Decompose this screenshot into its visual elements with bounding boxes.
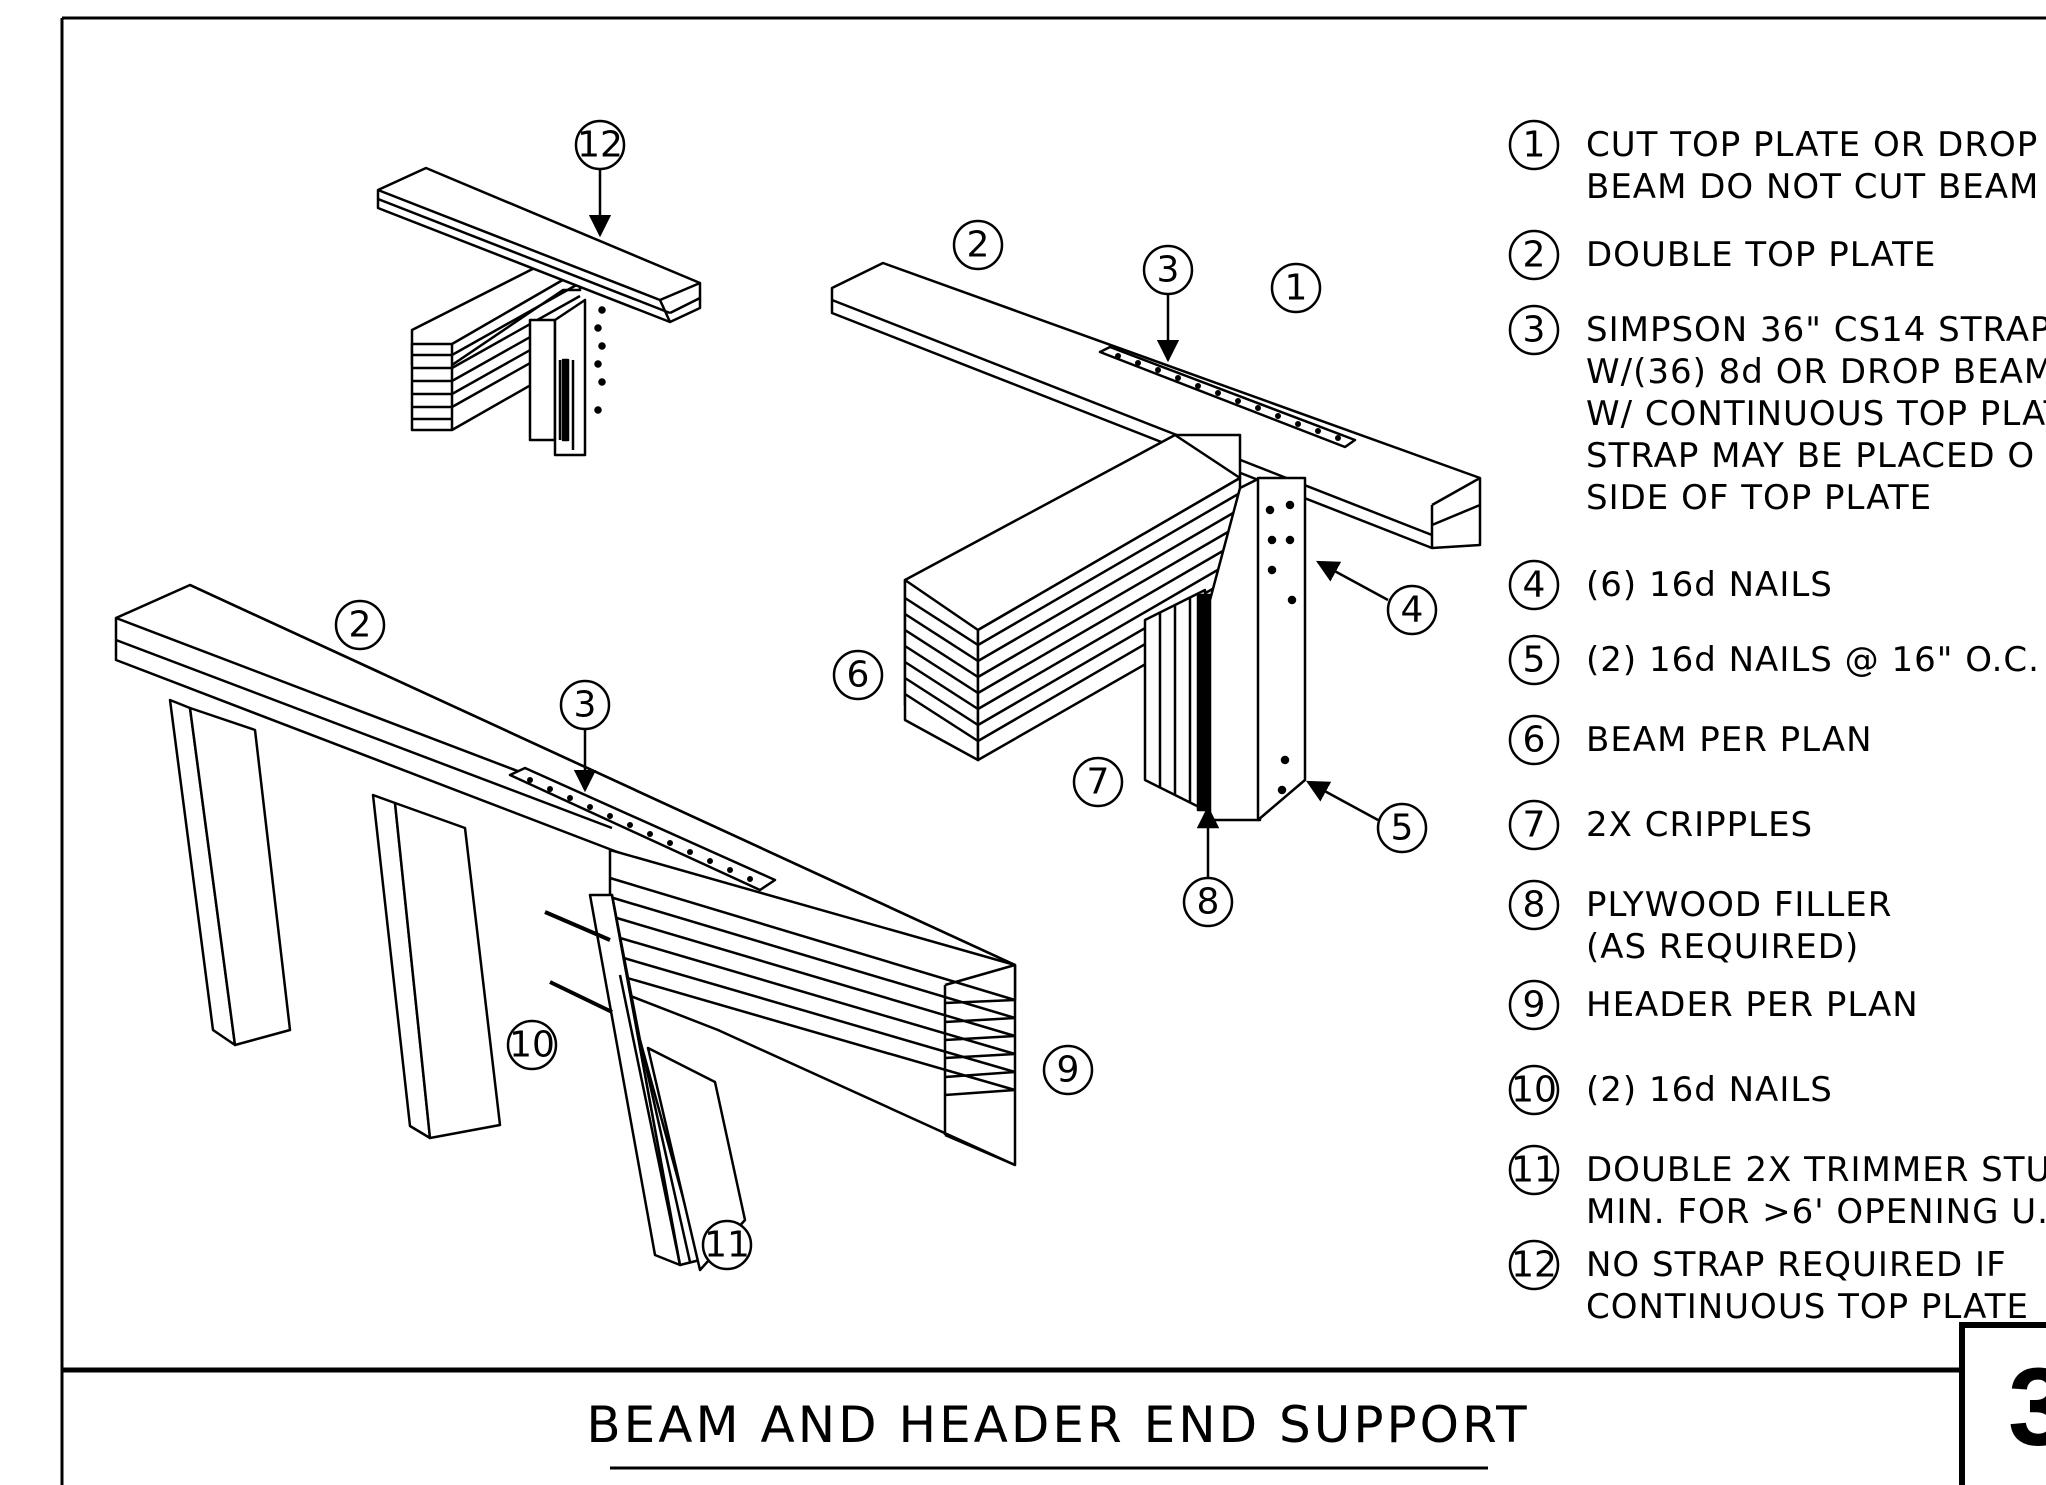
- note-line: (2) 16d NAILS: [1586, 1070, 1833, 1110]
- strap-right: [1098, 345, 1357, 449]
- note-bubble: [1508, 879, 1560, 931]
- note-line: 2X CRIPPLES: [1586, 805, 1813, 845]
- note-line: PLYWOOD FILLER: [1586, 885, 1892, 925]
- note-line: BEAM DO NOT CUT BEAM: [1586, 167, 2039, 207]
- note-number: 9: [1523, 985, 1546, 1026]
- note-number: 10: [1511, 1070, 1557, 1111]
- note-line: W/ CONTINUOUS TOP PLATE: [1586, 394, 2046, 434]
- detail-header: [114, 583, 1017, 1272]
- note-item: 9 HEADER PER PLAN: [1508, 979, 1919, 1031]
- detail-beam-end: [830, 261, 1482, 822]
- callout-2-right: 2: [967, 225, 990, 266]
- strap-left: [508, 766, 777, 892]
- note-bubble: [1508, 1144, 1560, 1196]
- note-line: W/(36) 8d OR DROP BEAM: [1586, 352, 2046, 392]
- note-item: 10 (2) 16d NAILS: [1508, 1064, 1833, 1116]
- note-number: 12: [1511, 1245, 1557, 1286]
- callout-3-right: 3: [1157, 250, 1180, 291]
- note-number: 5: [1523, 640, 1546, 681]
- note-number: 6: [1523, 720, 1546, 761]
- callout-1-right: 1: [1285, 268, 1308, 309]
- note-line: SIMPSON 36" CS14 STRAP: [1586, 310, 2046, 350]
- note-number: 7: [1523, 805, 1546, 846]
- drawing-title: BEAM AND HEADER END SUPPORT: [586, 1396, 1529, 1454]
- note-line: DOUBLE 2X TRIMMER STUD: [1586, 1150, 2046, 1190]
- note-item: 7 2X CRIPPLES: [1508, 799, 1813, 851]
- callout-6-right: 6: [847, 655, 870, 696]
- note-bubble: [1508, 634, 1560, 686]
- note-bubble: [1508, 304, 1560, 356]
- note-number: 2: [1523, 235, 1546, 276]
- callout-3-left: 3: [574, 685, 597, 726]
- callout-11-left: 11: [704, 1225, 750, 1266]
- note-number: 1: [1523, 125, 1546, 166]
- note-bubble: [1508, 1064, 1560, 1116]
- note-bubble: [1508, 229, 1560, 281]
- note-item: 5 (2) 16d NAILS @ 16" O.C.: [1508, 634, 2040, 686]
- callout-5-right: 5: [1391, 808, 1414, 849]
- sheet-number: 3: [2008, 1346, 2046, 1469]
- note-number: 4: [1523, 565, 1546, 606]
- note-line: HEADER PER PLAN: [1586, 985, 1919, 1025]
- note-line: DOUBLE TOP PLATE: [1586, 235, 1936, 275]
- note-line: MIN. FOR >6' OPENING U.N: [1586, 1192, 2046, 1232]
- note-item: 2 DOUBLE TOP PLATE: [1508, 229, 1936, 281]
- detail-continuous-plate: [376, 166, 702, 457]
- callout-4-right: 4: [1401, 590, 1424, 631]
- note-bubble: [1508, 1239, 1560, 1291]
- note-bubble: [1508, 559, 1560, 611]
- note-bubble: [1508, 714, 1560, 766]
- note-line: (AS REQUIRED): [1586, 927, 1859, 967]
- note-number: 8: [1523, 885, 1546, 926]
- note-number: 11: [1511, 1150, 1557, 1191]
- note-line: NO STRAP REQUIRED IF: [1586, 1245, 2007, 1285]
- note-number: 3: [1523, 310, 1546, 351]
- note-line: CONTINUOUS TOP PLATE: [1586, 1287, 2029, 1327]
- note-item: 8 PLYWOOD FILLER(AS REQUIRED): [1508, 879, 1892, 967]
- note-line: (6) 16d NAILS: [1586, 565, 1833, 605]
- sheet-number-box: 3: [1959, 1322, 2046, 1485]
- note-line: SIDE OF TOP PLATE: [1586, 478, 1932, 518]
- note-bubble: [1508, 119, 1560, 171]
- callout-8-right: 8: [1197, 882, 1220, 923]
- callout-12: 12: [577, 125, 623, 166]
- sheet-border: [60, 16, 2046, 1485]
- note-bubble: [1508, 799, 1560, 851]
- callout-2-left: 2: [349, 605, 372, 646]
- callouts: [334, 119, 1438, 1271]
- callout-7-right: 7: [1087, 762, 1110, 803]
- note-item: 4 (6) 16d NAILS: [1508, 559, 1833, 611]
- title-block: BEAM AND HEADER END SUPPORT: [586, 1396, 1529, 1470]
- callout-9-left: 9: [1057, 1050, 1080, 1091]
- note-bubble: [1508, 979, 1560, 1031]
- callout-10-left: 10: [509, 1025, 555, 1066]
- note-line: CUT TOP PLATE OR DROP: [1586, 125, 2038, 165]
- note-line: BEAM PER PLAN: [1586, 720, 1873, 760]
- note-item: 6 BEAM PER PLAN: [1508, 714, 1873, 766]
- note-line: STRAP MAY BE PLACED O: [1586, 436, 2035, 476]
- note-line: (2) 16d NAILS @ 16" O.C.: [1586, 640, 2040, 680]
